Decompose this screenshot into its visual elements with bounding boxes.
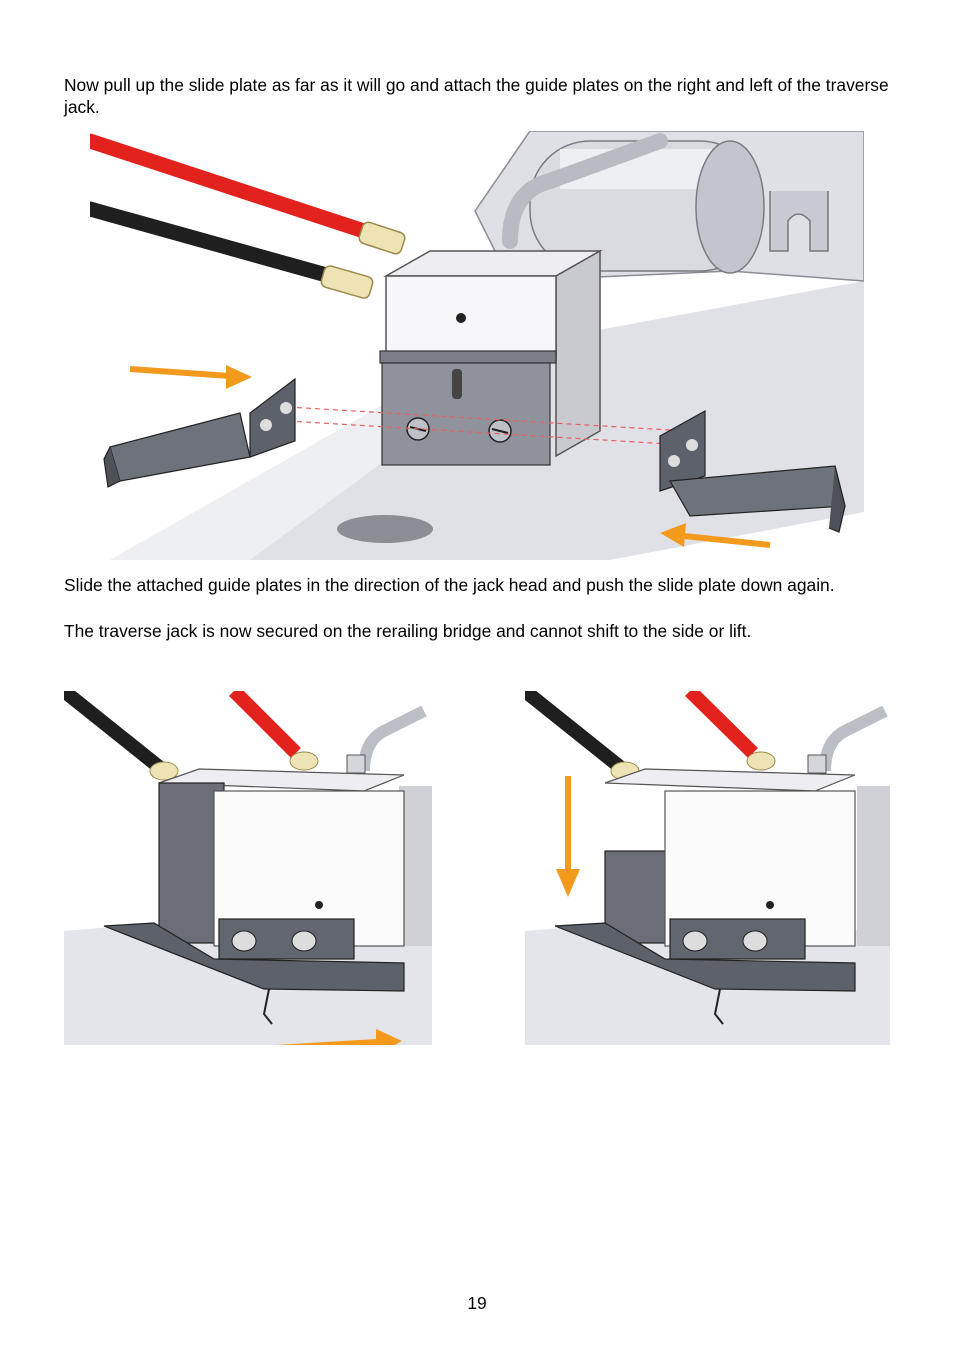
jack-slide-illustration xyxy=(64,691,432,1045)
jack-push-down-illustration xyxy=(525,691,890,1045)
jack-attach-illustration xyxy=(90,131,864,560)
figure-slide-guide-plate xyxy=(64,691,432,1045)
figure-attach-guide-plates xyxy=(90,131,864,560)
page-number: 19 xyxy=(467,1293,487,1313)
figure-push-slide-plate-down xyxy=(525,691,890,1045)
slide-paragraph: Slide the attached guide plates in the d… xyxy=(64,575,835,595)
secured-paragraph: The traverse jack is now secured on the … xyxy=(64,621,752,641)
intro-paragraph: Now pull up the slide plate as far as it… xyxy=(64,75,889,117)
